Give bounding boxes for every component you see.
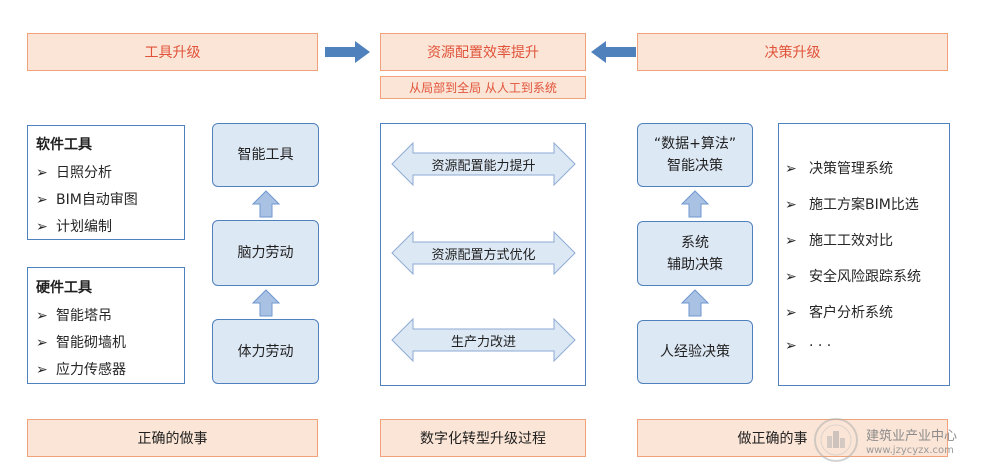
bottom-right-banner: 做正确的事: [637, 419, 948, 457]
productivity-label: 生产力改进: [450, 334, 516, 350]
list-item: ➢日照分析: [36, 165, 112, 181]
left-arrow-icon: [591, 41, 636, 63]
doing-right-things-label: 做正确的事: [737, 431, 808, 447]
watermark-name: 建筑业产业中心: [866, 429, 958, 444]
list-item: ➢应力传感器: [36, 362, 126, 378]
bullet-arrow-icon: ➢: [36, 192, 48, 208]
system-decision-box: 系统 辅助决策: [637, 221, 753, 286]
software-tools-panel: 软件工具 ➢日照分析 ➢BIM自动审图 ➢计划编制: [27, 125, 185, 240]
hardware-tools-panel: 硬件工具 ➢智能塔吊 ➢智能砌墙机 ➢应力传感器: [27, 267, 185, 384]
up-arrow-icon: [681, 190, 709, 218]
bullet-arrow-icon: ➢: [36, 362, 48, 378]
systems-panel: ➢决策管理系统 ➢施工方案BIM比选 ➢施工工效对比 ➢安全风险跟踪系统 ➢客户…: [778, 123, 950, 386]
bottom-left-banner: 正确的做事: [27, 419, 318, 457]
up-arrow-icon: [681, 289, 709, 317]
method-label: 资源配置方式优化: [431, 247, 536, 263]
center-subtitle: 从局部到全局 从人工到系统: [409, 81, 557, 95]
up-arrow-icon: [252, 190, 280, 218]
top-right-banner: 决策升级: [637, 33, 948, 71]
bullet-arrow-icon: ➢: [785, 161, 797, 177]
list-item: ➢施工工效对比: [785, 233, 893, 249]
bullet-arrow-icon: ➢: [785, 233, 797, 249]
list-item: ➢计划编制: [36, 219, 112, 235]
bullet-arrow-icon: ➢: [36, 308, 48, 324]
hardware-tools-title: 硬件工具: [36, 280, 92, 296]
smart-tools-box: 智能工具: [212, 123, 319, 187]
list-item: ➢BIM自动审图: [36, 192, 138, 208]
center-subtitle-banner: 从局部到全局 从人工到系统: [380, 76, 586, 99]
bullet-arrow-icon: ➢: [36, 219, 48, 235]
right-arrow-icon: [325, 41, 370, 63]
top-left-banner: 工具升级: [27, 33, 318, 71]
list-item: ➢智能砌墙机: [36, 335, 126, 351]
physical-labor-box: 体力劳动: [212, 319, 319, 384]
list-item: ➢决策管理系统: [785, 161, 893, 177]
software-tools-title: 软件工具: [36, 137, 92, 153]
up-arrow-icon: [252, 289, 280, 317]
tool-upgrade-label: 工具升级: [144, 45, 201, 61]
top-center-banner: 资源配置效率提升: [380, 33, 586, 71]
decision-upgrade-label: 决策升级: [764, 45, 821, 61]
experience-decision-box: 人经验决策: [637, 320, 753, 384]
efficiency-label: 资源配置效率提升: [427, 45, 539, 61]
list-item: ➢· · ·: [785, 338, 832, 354]
watermark-logo-icon: [814, 418, 858, 462]
double-arrow-icon: [391, 318, 576, 362]
doing-things-right-label: 正确的做事: [137, 431, 208, 447]
smart-decision-box: “数据+算法” 智能决策: [637, 123, 753, 187]
list-item: ➢智能塔吊: [36, 308, 112, 324]
bullet-arrow-icon: ➢: [785, 269, 797, 285]
capability-label: 资源配置能力提升: [431, 158, 536, 174]
transformation-label: 数字化转型升级过程: [420, 431, 546, 447]
list-item: ➢安全风险跟踪系统: [785, 269, 921, 285]
double-arrow-icon: [391, 142, 576, 186]
bottom-center-banner: 数字化转型升级过程: [380, 419, 586, 457]
bullet-arrow-icon: ➢: [36, 165, 48, 181]
double-arrow-icon: [391, 231, 576, 275]
list-item: ➢客户分析系统: [785, 305, 893, 321]
bullet-arrow-icon: ➢: [785, 338, 797, 354]
bullet-arrow-icon: ➢: [785, 305, 797, 321]
bullet-arrow-icon: ➢: [785, 197, 797, 213]
mental-labor-box: 脑力劳动: [212, 220, 319, 286]
bullet-arrow-icon: ➢: [36, 335, 48, 351]
list-item: ➢施工方案BIM比选: [785, 197, 919, 213]
watermark-url: www.jzycyzx.com: [866, 445, 954, 456]
